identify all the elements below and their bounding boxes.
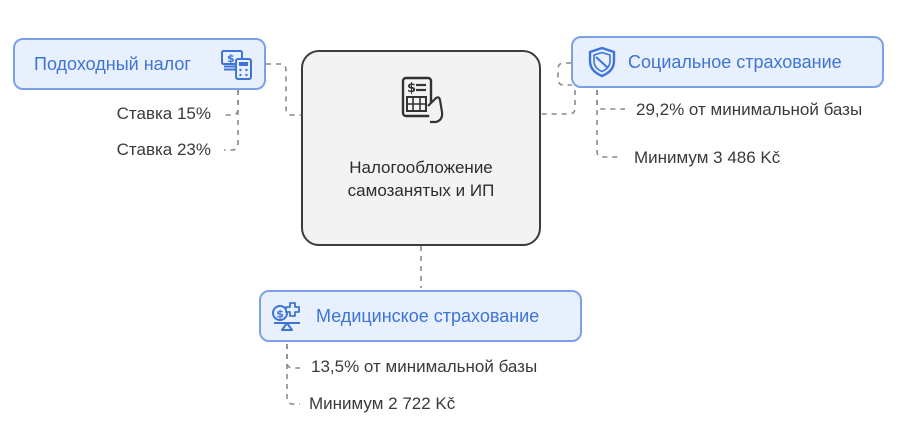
branch-income-tax-label: Подоходный налог <box>34 53 191 74</box>
income-tax-item-1: Ставка 15% <box>116 104 211 123</box>
connector-income-tax <box>266 63 301 116</box>
connector-income-tax-item-1 <box>224 90 239 116</box>
health-insurance-item-2: Минимум 2 722 Kč <box>309 394 456 413</box>
central-topic-title: Налогообложение самозанятых и ИП <box>303 156 539 202</box>
shield-icon <box>588 46 616 78</box>
branch-social-insurance-label: Социальное страхование <box>628 51 842 72</box>
branch-social-insurance[interactable]: Социальное страхование <box>571 36 884 88</box>
svg-text:$: $ <box>276 308 284 321</box>
social-insurance-item-2: Минимум 3 486 Kč <box>634 148 781 167</box>
tax-document-icon: $ <box>401 76 444 124</box>
connector-social-loop <box>557 62 572 86</box>
branch-health-insurance-label: Медицинское страхование <box>316 305 540 326</box>
social-insurance-item-1: 29,2% от минимальной базы <box>636 100 863 119</box>
connector-health-item-1 <box>286 344 300 369</box>
connector-social-insurance <box>541 80 576 115</box>
connector-social-item-2 <box>596 90 620 158</box>
central-topic-title-line-2: самозанятых и ИП <box>347 181 495 200</box>
connector-health-item-2 <box>286 344 300 405</box>
svg-text:$: $ <box>227 52 235 65</box>
money-calculator-icon: $ <box>221 50 252 80</box>
connector-income-tax-item-2 <box>224 90 239 151</box>
health-insurance-item-1: 13,5% от минимальной базы <box>311 357 538 376</box>
branch-income-tax[interactable]: Подоходный налог $ <box>13 38 266 90</box>
income-tax-item-2: Ставка 23% <box>116 140 211 159</box>
svg-text:$: $ <box>407 81 416 96</box>
connector-social-item-1 <box>596 90 625 110</box>
branch-health-insurance[interactable]: $ Медицинское страхование <box>259 290 582 342</box>
health-money-scale-icon: $ <box>272 302 300 331</box>
central-topic-title-line-1: Налогообложение <box>349 158 493 177</box>
central-topic-node: $ Налогообложение самозанятых и ИП <box>301 50 541 246</box>
